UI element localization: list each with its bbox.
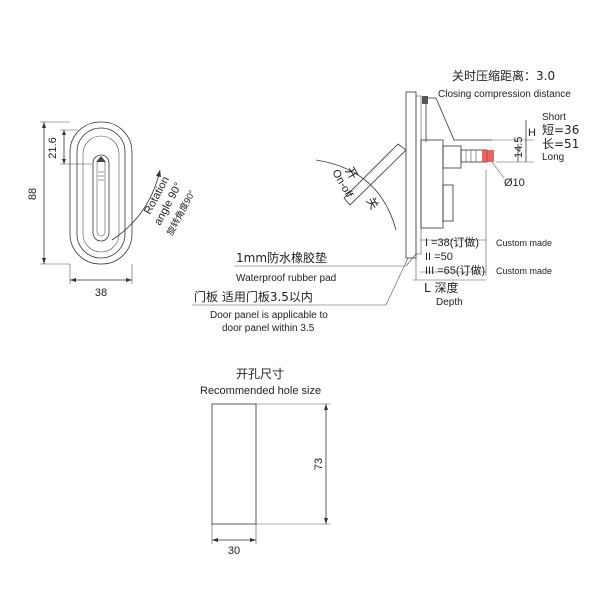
dim-hole-height: 73 (313, 458, 325, 470)
long-zh: 长=51 (542, 137, 579, 151)
depth-en: Depth (436, 297, 463, 308)
dim-height-88: 88 (27, 188, 39, 200)
short-en: Short (542, 112, 566, 123)
depth-option-1: I =38(订做) (425, 235, 479, 249)
closing-distance-zh: 关时压缩距离：3.0 (452, 68, 555, 83)
dim-width-38: 38 (95, 287, 107, 299)
dim-diameter: Ø10 (504, 177, 525, 189)
hole-size: 开孔尺寸 Recommended hole size 73 30 (200, 367, 330, 557)
on-off-arc (315, 159, 397, 231)
door-en-2: door panel within 3.5 (222, 323, 315, 334)
depth-option-3-en: Custom made (496, 266, 552, 276)
side-view: 关时压缩距离：3.0 Closing compression distance … (192, 68, 579, 334)
dim-14-5: 14.5 (513, 137, 525, 158)
on-off-zh-close: 关 (363, 195, 381, 212)
hole-title-en: Recommended hole size (200, 385, 321, 397)
handle-outer-outline (69, 121, 133, 265)
handle-inner-outline (76, 127, 126, 259)
door-zh: 门板 适用门板3.5以内 (194, 289, 313, 304)
short-zh: 短=36 (542, 123, 579, 137)
lever-inner (96, 159, 106, 237)
depth-option-3: III =65(订做) (425, 263, 485, 277)
lever-marker (96, 156, 106, 162)
lock-housing (420, 139, 444, 229)
dim-offset-21-6: 21.6 (47, 137, 59, 158)
gasket-zh: 1mm防水橡胶垫 (236, 250, 327, 265)
long-en: Long (542, 152, 564, 163)
lever-outline (92, 154, 110, 242)
compression-block (422, 96, 428, 104)
rubber-pad (415, 95, 422, 255)
dim-h-label: H (528, 127, 536, 139)
nut (442, 145, 462, 169)
hole-title-zh: 开孔尺寸 (236, 367, 284, 381)
closing-distance-en: Closing compression distance (438, 89, 571, 100)
handle-recess (82, 135, 120, 253)
cam-bracket (425, 97, 492, 142)
depth-option-2: II =50 (425, 251, 453, 263)
side-lever (343, 143, 407, 206)
depth-option-1-en: Custom made (496, 238, 552, 248)
gasket-en: Waterproof rubber pad (236, 273, 336, 284)
lock-body (442, 184, 454, 222)
dim-hole-width: 30 (228, 545, 240, 557)
depth-zh: L 深度 (424, 280, 459, 295)
rod-tip (482, 150, 494, 162)
hole-rect (211, 403, 257, 525)
front-view: 88 21.6 38 Rotation angle 90° 旋转角度90° (27, 121, 197, 299)
door-en-1: Door panel is applicable to (210, 310, 328, 321)
door-panel (405, 91, 417, 259)
rotation-arc (111, 169, 161, 241)
